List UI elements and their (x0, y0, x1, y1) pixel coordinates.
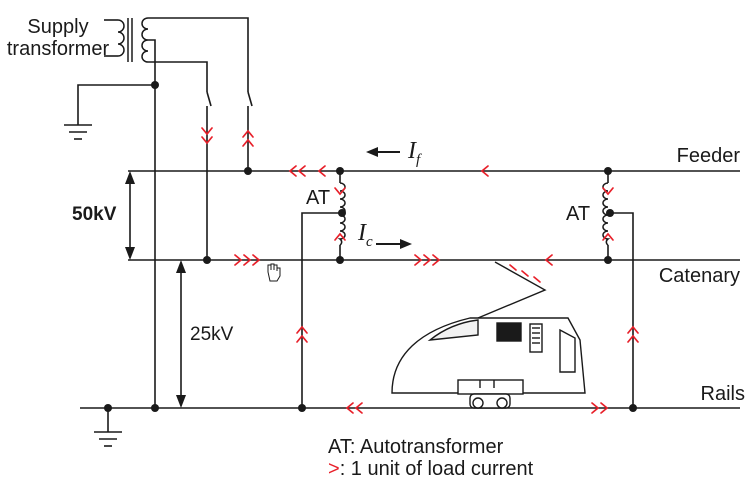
supply-label-line1: Supply (27, 16, 88, 38)
autotransformer-right-icon (602, 182, 611, 246)
supply-top-wire (148, 17, 249, 92)
supply-transformer-icon (117, 17, 149, 63)
voltage-50kv-label: 50kV (72, 204, 117, 225)
catenary-current-label: Ic (357, 220, 373, 250)
train-icon (391, 317, 586, 409)
junction-dots (104, 81, 637, 412)
at-left-tap (301, 212, 342, 408)
at-left-label: AT (306, 187, 330, 209)
at-right-label: AT (566, 203, 590, 225)
ground-wire (77, 84, 155, 125)
wires (77, 17, 740, 432)
voltage-arrow-heads (125, 171, 186, 408)
rails-label: Rails (701, 383, 745, 405)
legend-current: >: 1 unit of load current (328, 458, 534, 480)
supply-center-wire (148, 39, 156, 408)
voltage-25kv-label: 25kV (190, 324, 234, 345)
ground-icon (64, 124, 92, 140)
ground-icon (94, 431, 122, 447)
switch-right (247, 91, 253, 107)
catenary-label: Catenary (659, 265, 740, 287)
current-direction-arrows (366, 147, 412, 249)
hand-cursor-icon (267, 263, 281, 282)
supply-label-line2: transformer (7, 38, 110, 60)
current-arrows (201, 127, 639, 414)
feeder-current-label: If (407, 138, 422, 168)
feeder-label: Feeder (677, 145, 741, 167)
legend-at: AT: Autotransformer (328, 436, 504, 458)
switch-left (206, 91, 212, 107)
pantograph-icon (477, 261, 547, 319)
at-right-tap (610, 212, 634, 408)
supply-bottom-wire (148, 61, 208, 92)
